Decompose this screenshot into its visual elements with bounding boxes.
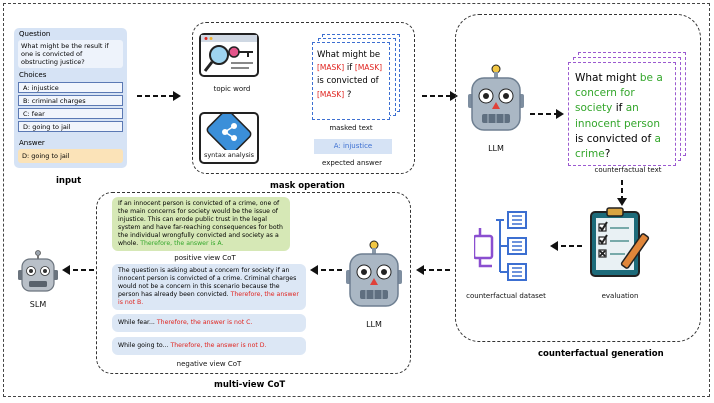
robot-llm-icon-top — [466, 64, 526, 132]
choice-c: C: fear — [18, 108, 123, 119]
cf-part-2: if — [615, 102, 623, 115]
question-label: Question — [19, 30, 51, 38]
negative-cot-box-3: While going to... Therefore, the answer … — [112, 337, 306, 355]
masked-part-1: What might be — [317, 50, 381, 60]
arrow-cftext-to-evaluation — [617, 180, 627, 206]
evaluation-icon — [585, 206, 655, 282]
cf-part-4: ? — [604, 148, 611, 161]
multi-view-cot-caption: multi-view CoT — [214, 380, 286, 390]
negative-cot-conclusion-1: Therefore, the answer is not B. — [118, 291, 299, 307]
mask-token-1: [MASK] — [317, 63, 345, 73]
cf-text-card: What might be a concern for society if a… — [568, 62, 676, 166]
answer-text: D: going to jail — [22, 152, 70, 160]
arrow-evaluation-to-dataset — [550, 241, 582, 251]
masked-part-4: ? — [346, 89, 352, 100]
arrow-input-to-mask — [137, 91, 181, 101]
choice-d: D: going to jail — [18, 121, 123, 132]
positive-cot-box: If an innocent person is convicted of a … — [112, 197, 290, 251]
negative-cot-text-2: While fear... — [118, 319, 155, 326]
mask-token-3: [MASK] — [317, 89, 345, 99]
negative-cot-conclusion-2: Therefore, the answer is not C. — [156, 319, 253, 326]
arrow-mask-to-cfgen — [422, 91, 458, 101]
counterfactual-generation-caption: counterfactual generation — [538, 349, 664, 359]
masked-part-2: if — [346, 63, 353, 74]
syntax-analysis-label: syntax analysis — [203, 151, 255, 159]
cf-part-1: What might — [575, 72, 637, 84]
expected-answer-box: A: injustice — [314, 139, 392, 154]
llm-top-label: LLM — [488, 144, 504, 153]
expected-answer-caption: expected answer — [322, 159, 382, 167]
positive-cot-caption: positive view CoT — [174, 254, 236, 262]
mask-operation-caption: mask operation — [270, 181, 345, 191]
syntax-analysis-icon — [199, 109, 259, 164]
negative-cot-caption: negative view CoT — [176, 360, 242, 368]
counterfactual-dataset-label: counterfactual dataset — [466, 292, 546, 300]
choice-b: B: criminal charges — [18, 95, 123, 106]
arrow-multiview-to-slm — [62, 265, 94, 275]
slm-label: SLM — [29, 300, 47, 309]
question-text: What might be the result if one is convi… — [21, 42, 109, 67]
cf-text-caption: counterfactual text — [594, 166, 662, 174]
evaluation-label: evaluation — [601, 292, 639, 300]
masked-text-caption: masked text — [329, 124, 373, 132]
cf-highlight-2: an innocent person — [575, 102, 660, 130]
choice-a: A: injustice — [18, 82, 123, 93]
counterfactual-dataset-icon — [472, 206, 540, 282]
mask-operation-panel — [192, 22, 415, 174]
llm-bottom-label: LLM — [366, 320, 382, 329]
arrow-llm-to-cftext — [530, 109, 564, 119]
outer-frame — [3, 3, 710, 397]
negative-cot-conclusion-3: Therefore, the answer is not D. — [170, 342, 267, 349]
question-box — [18, 40, 123, 68]
topic-word-label: topic word — [213, 85, 251, 93]
topic-word-icon — [199, 33, 259, 77]
negative-cot-box-1: The question is asking about a concern f… — [112, 264, 306, 310]
cf-highlight-1: be a concern for society — [575, 72, 663, 115]
answer-label: Answer — [19, 139, 45, 147]
robot-llm-icon-bottom — [344, 240, 404, 308]
positive-cot-conclusion: Therefore, the answer is A. — [140, 240, 224, 248]
mask-token-2: [MASK] — [354, 63, 383, 73]
choices-label: Choices — [19, 71, 47, 79]
negative-cot-box-2: While fear... Therefore, the answer is n… — [112, 314, 306, 332]
cf-highlight-3: a crime — [575, 132, 661, 161]
negative-cot-text-3: While going to... — [118, 342, 169, 349]
masked-text-card: What might be [MASK] if [MASK] is convic… — [312, 42, 390, 120]
arrow-llm-to-cot — [310, 265, 342, 275]
negative-cot-text-1: The question is asking about a concern f… — [118, 267, 297, 299]
answer-box — [18, 149, 123, 163]
input-caption: input — [56, 176, 82, 186]
positive-cot-text: If an innocent person is convicted of a … — [118, 200, 283, 248]
multi-view-cot-panel — [96, 192, 411, 374]
cf-part-3: is convicted of — [575, 132, 652, 145]
counterfactual-generation-panel — [455, 14, 701, 342]
arrow-cfgen-to-multiview — [416, 265, 450, 275]
robot-slm-icon — [18, 250, 58, 292]
input-panel: Question What might be the result if one… — [14, 28, 127, 168]
masked-part-3: is convicted of — [317, 76, 379, 87]
